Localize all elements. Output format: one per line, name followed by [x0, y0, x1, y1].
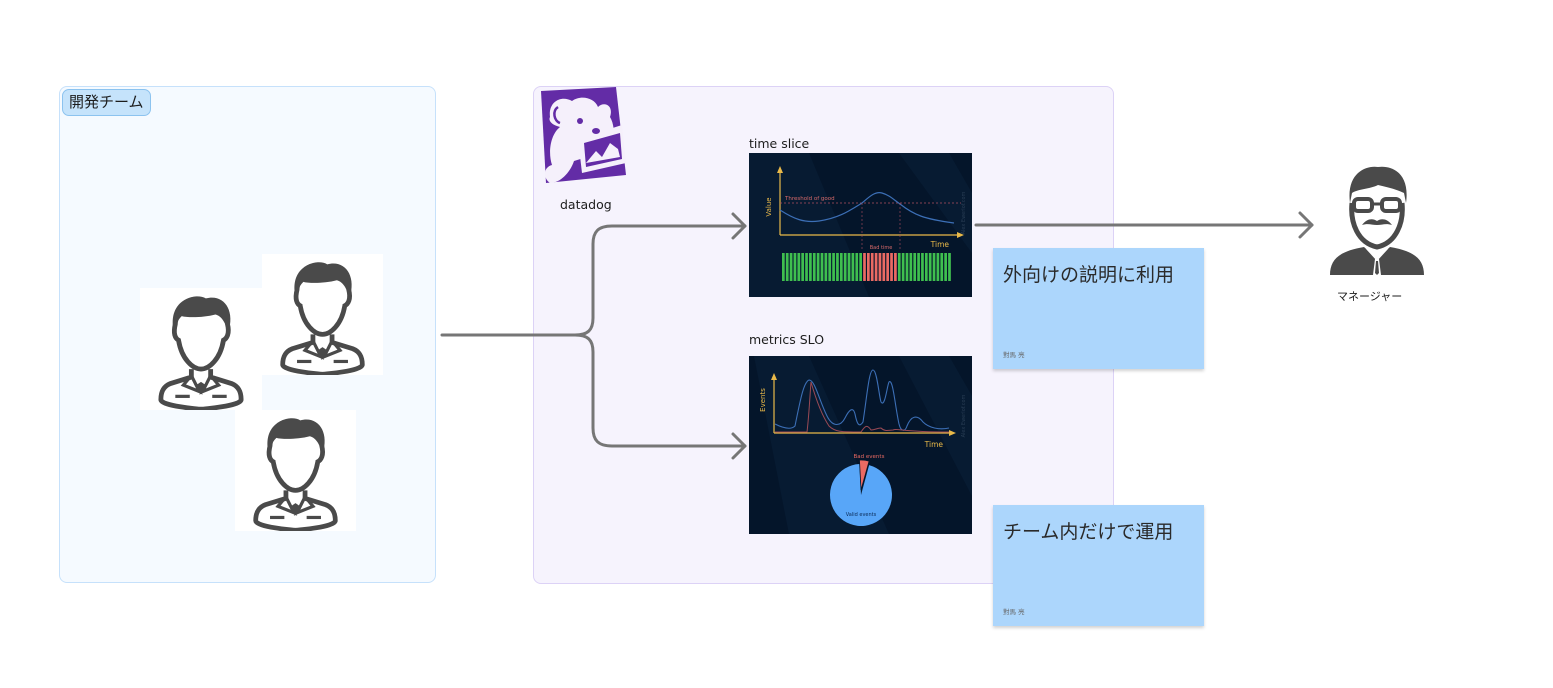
bad-time-bar: [863, 253, 866, 281]
dev-to-metrics-connector: [573, 333, 747, 448]
datadog-label: datadog: [560, 197, 612, 212]
good-time-bar: [805, 253, 808, 281]
bad-time-bar: [894, 253, 897, 281]
events-pie: [830, 459, 892, 526]
good-time-bar: [859, 253, 862, 281]
good-time-bar: [855, 253, 859, 281]
time-slice-caption: time slice: [749, 136, 810, 151]
sticky-note-text: チーム内だけで運用: [1003, 521, 1174, 543]
x-axis-label: Time: [924, 440, 944, 449]
dev-member-card: [140, 288, 262, 410]
bad-time-bar: [874, 253, 878, 281]
good-time-bar: [851, 253, 855, 281]
bad-time-bar: [886, 253, 890, 281]
watermark: Alex Ewerlof.com: [961, 191, 967, 234]
good-time-bar: [847, 253, 851, 281]
arrowhead-metrics-slo: [731, 432, 747, 460]
good-time-bar: [928, 253, 932, 281]
valid-events-line: [774, 369, 950, 431]
good-time-bar: [936, 253, 940, 281]
sticky-note-text: 外向けの説明に利用: [1003, 264, 1175, 286]
good-time-bar: [832, 253, 835, 281]
dev-to-datadog-connector: [440, 224, 747, 337]
good-time-bar: [828, 253, 832, 281]
good-time-bar: [897, 253, 901, 281]
good-time-bar: [789, 253, 793, 281]
good-time-bar: [924, 253, 928, 281]
good-time-bar: [782, 253, 785, 281]
bad-time-bar: [867, 253, 870, 281]
good-time-bar: [917, 253, 920, 281]
bad-events-label: Bad events: [854, 454, 885, 460]
bad-time-bar: [882, 253, 886, 281]
good-time-bar: [940, 253, 944, 281]
pie-slice-valid-events: [830, 464, 892, 526]
time-slice-chart: Value Time Threshold of good Bad time Al…: [749, 153, 972, 297]
good-time-bar: [921, 253, 924, 281]
sticky-note[interactable]: チーム内だけで運用 對馬 亮: [993, 505, 1204, 626]
bad-time-bar: [878, 253, 882, 281]
good-time-bar: [932, 253, 936, 281]
arrowhead-time-slice: [731, 212, 747, 240]
good-time-bar: [948, 253, 951, 281]
good-time-bar: [901, 253, 905, 281]
y-axis-label: Value: [765, 197, 773, 216]
good-time-bar: [839, 253, 843, 281]
watermark: Alex Ewerlof.com: [961, 394, 967, 437]
arrowhead-manager: [1298, 211, 1314, 239]
good-time-bar: [797, 253, 801, 281]
sticky-note-author: 對馬 亮: [1003, 351, 1025, 359]
good-time-bar: [913, 253, 917, 281]
good-time-bar: [905, 253, 909, 281]
manager-person-icon: [1326, 163, 1428, 283]
metrics-slo-chart: Events Time Bad events Valid events Alex…: [749, 356, 972, 534]
good-time-bar: [816, 253, 820, 281]
valid-events-label: Valid events: [846, 512, 877, 518]
sticky-note-author: 對馬 亮: [1003, 608, 1025, 616]
bad-events-line: [775, 381, 950, 433]
good-time-bar: [793, 253, 797, 281]
good-time-bar: [812, 253, 816, 281]
good-time-bar: [809, 253, 812, 281]
good-time-bar: [944, 253, 947, 281]
sticky-note[interactable]: 外向けの説明に利用 對馬 亮: [993, 248, 1204, 369]
metrics-slo-caption: metrics SLO: [749, 332, 825, 347]
dev-member-card: [235, 410, 356, 531]
pie-slice-bad-events: [859, 459, 870, 491]
good-time-bar: [801, 253, 805, 281]
good-time-bar: [820, 253, 824, 281]
bad-time-bar: [890, 253, 893, 281]
good-time-bar: [824, 253, 828, 281]
value-line: [779, 192, 955, 224]
manager-label: マネージャー: [1337, 290, 1403, 303]
dev-member-card: [262, 254, 383, 375]
threshold-label: Threshold of good: [784, 196, 835, 202]
y-axis-label: Events: [759, 388, 767, 412]
dev-team-label: 開発チーム: [62, 89, 151, 116]
datadog-dog-logo-icon: [538, 87, 628, 187]
bad-time-label: Bad time: [870, 245, 893, 251]
x-axis-label: Time: [930, 240, 950, 249]
good-time-bar: [843, 253, 847, 281]
bad-time-bar: [870, 253, 874, 281]
good-time-bar: [909, 253, 913, 281]
good-time-bar: [836, 253, 839, 281]
good-time-bar: [785, 253, 789, 281]
